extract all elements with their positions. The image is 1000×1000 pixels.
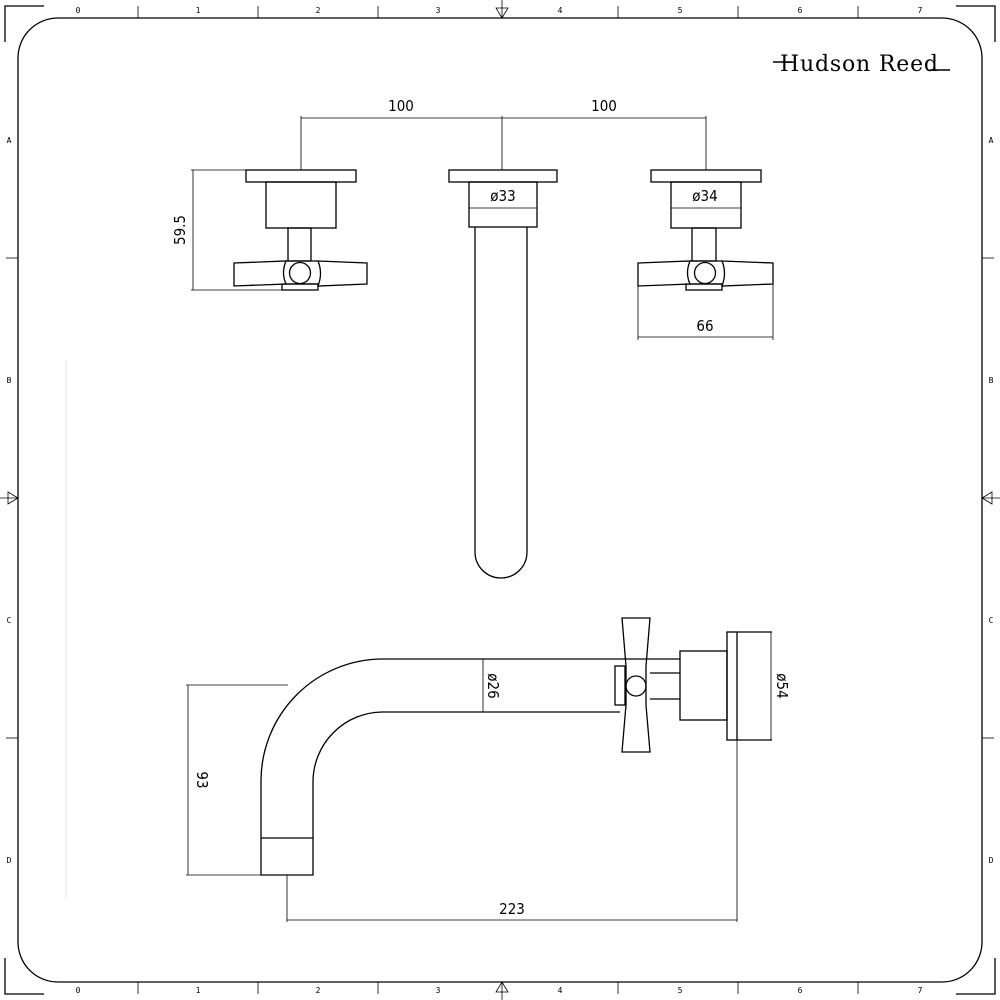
- ruler-label: 1: [196, 986, 201, 995]
- ruler-label: 5: [678, 986, 683, 995]
- front-view: 100 100 59.5 ø33: [171, 97, 774, 579]
- dimension-spacing-left: 100: [388, 97, 414, 115]
- ruler-label: 7: [918, 6, 923, 15]
- ruler-label: B: [7, 376, 12, 385]
- brand-logo: Hudson Reed: [773, 52, 950, 77]
- dimension-valve-diameter: ø34: [692, 187, 717, 205]
- dimension-handle-height: 59.5: [171, 215, 189, 245]
- ruler-label: D: [7, 856, 12, 865]
- ruler-label: C: [989, 616, 994, 625]
- ruler-label: 2: [316, 986, 321, 995]
- ruler-label: C: [7, 616, 12, 625]
- ruler-label: 0: [76, 6, 81, 15]
- dimension-spout-drop: 93: [193, 771, 211, 788]
- right-valve: [637, 169, 774, 291]
- dimension-handle-width: 66: [696, 317, 713, 335]
- ruler-label: 6: [798, 986, 803, 995]
- ruler-label: 7: [918, 986, 923, 995]
- ruler-column-labels: 0 1 2 3 4 5 6 7 0 1 2 3 4 5 6 7: [76, 6, 923, 995]
- ruler-label: A: [7, 136, 12, 145]
- ruler-label: 0: [76, 986, 81, 995]
- ruler-label: 6: [798, 6, 803, 15]
- spout-side: [260, 658, 680, 876]
- ruler-row-labels: A B C D A B C D: [7, 136, 994, 865]
- ruler-label: 2: [316, 6, 321, 15]
- ruler-label: 4: [558, 986, 563, 995]
- ruler-label: 3: [436, 986, 441, 995]
- ruler-label: A: [989, 136, 994, 145]
- ruler-label: 3: [436, 6, 441, 15]
- ruler-label: 4: [558, 6, 563, 15]
- spout-front: [448, 169, 558, 579]
- dimension-plate-diameter: ø54: [773, 673, 791, 698]
- logo-text: Hudson Reed: [780, 52, 938, 77]
- dimension-spout-diameter: ø33: [490, 187, 515, 205]
- ruler-label: D: [989, 856, 994, 865]
- left-valve: [233, 169, 368, 291]
- ruler-label: 1: [196, 6, 201, 15]
- side-view: ø26 ø54 93 223: [186, 617, 791, 922]
- ruler-label: B: [989, 376, 994, 385]
- handle-side: [614, 617, 772, 753]
- dimension-projection: 223: [499, 900, 525, 918]
- dimension-pipe-diameter: ø26: [484, 673, 502, 698]
- ruler-label: 5: [678, 6, 683, 15]
- dimension-spacing-right: 100: [591, 97, 617, 115]
